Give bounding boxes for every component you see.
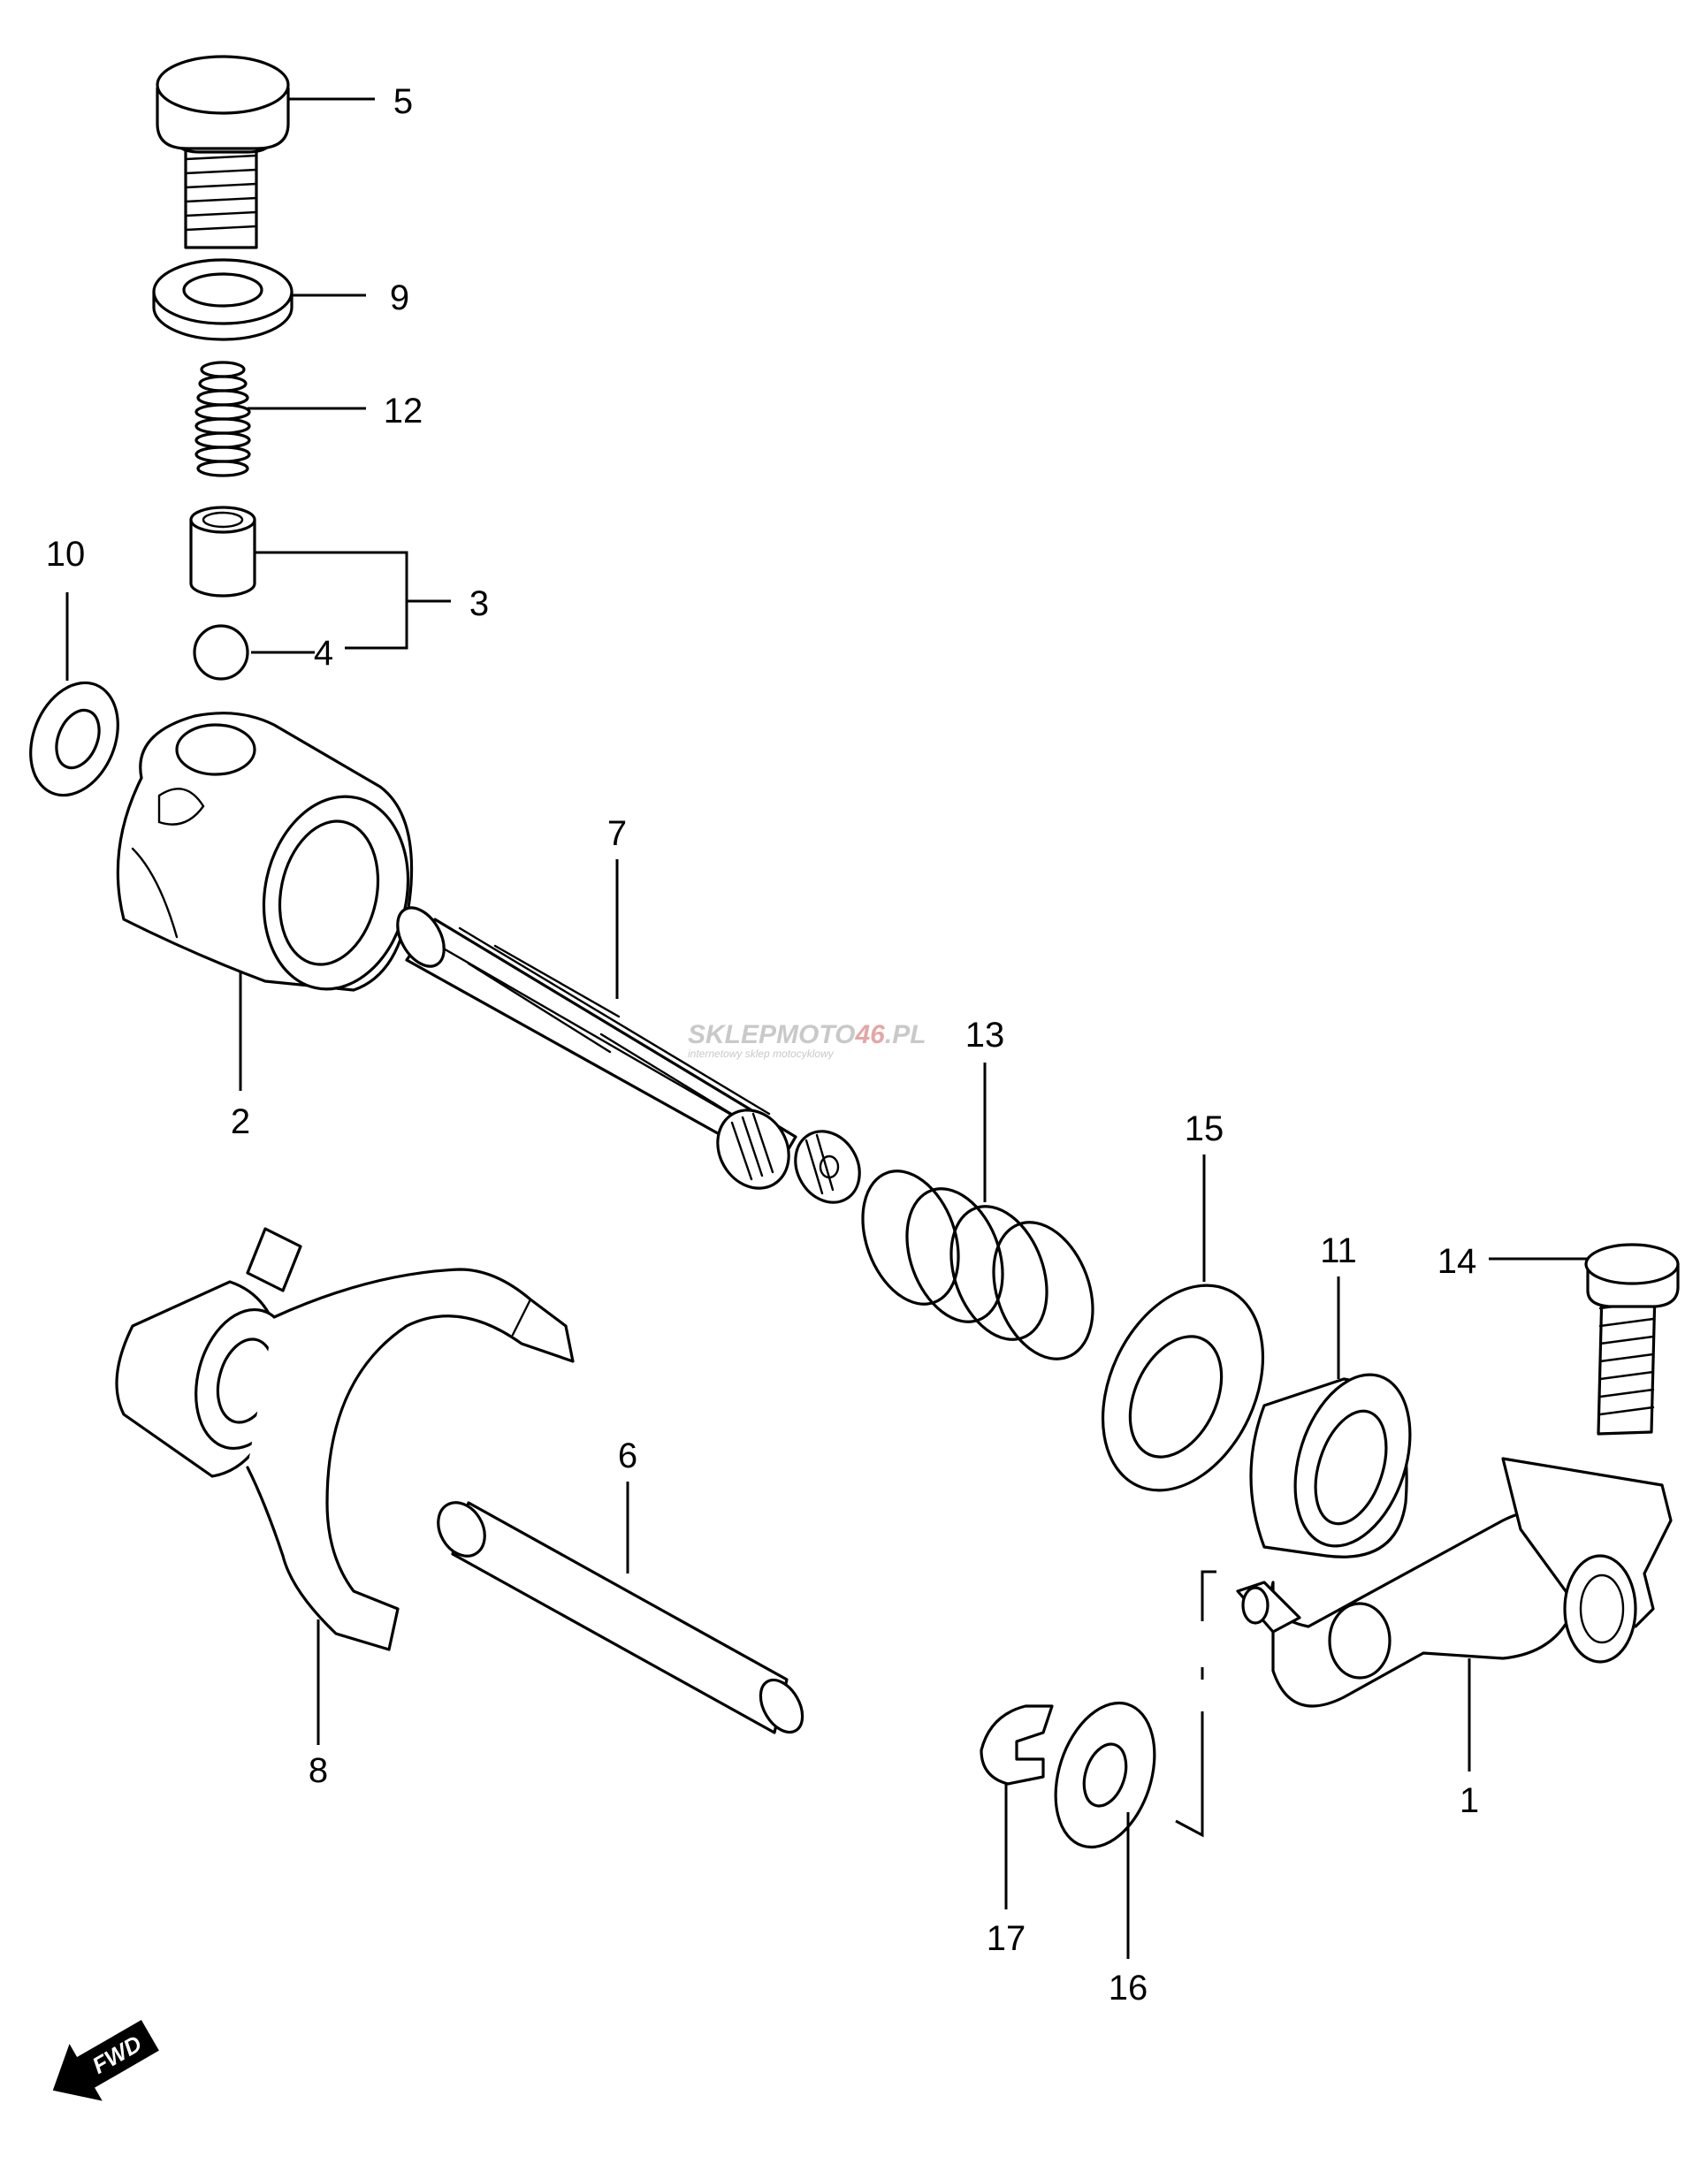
- part-1-lever: [1236, 1457, 1673, 1708]
- callout-14: 14: [1437, 1242, 1477, 1281]
- callout-4: 4: [314, 634, 333, 673]
- callout-12: 12: [384, 392, 423, 431]
- part-3-pin: [189, 506, 256, 598]
- watermark: SKLEPMOTO46.PL internetowy sklep motocyk…: [688, 1020, 926, 1060]
- callout-17: 17: [987, 1919, 1026, 1958]
- callout-5: 5: [393, 82, 413, 121]
- callout-16: 16: [1109, 1969, 1148, 2008]
- part-11-bushing: [1249, 1373, 1412, 1558]
- callout-8: 8: [309, 1751, 328, 1790]
- callout-6: 6: [618, 1436, 637, 1475]
- callout-13: 13: [965, 1016, 1005, 1055]
- callout-2: 2: [231, 1102, 250, 1141]
- callout-7: 7: [607, 814, 627, 853]
- watermark-brand-d: .PL: [885, 1020, 926, 1049]
- watermark-brand-c: 46: [854, 1020, 885, 1049]
- callout-15: 15: [1185, 1109, 1224, 1148]
- watermark-brand-b: MOTO: [776, 1020, 855, 1049]
- leader-lines: [65, 97, 1588, 1959]
- part-10-washer: [29, 681, 119, 797]
- watermark-brand: SKLEPMOTO46.PL: [688, 1020, 926, 1049]
- part-17-e-clip: [980, 1704, 1054, 1786]
- part-5-plug-bolt: [156, 55, 290, 249]
- callout-9: 9: [390, 278, 409, 317]
- part-8-shift-fork: [115, 1227, 575, 1651]
- part-9-washer: [152, 258, 294, 341]
- fwd-direction-badge: FWD: [52, 2020, 159, 2101]
- callout-3: 3: [469, 584, 489, 623]
- part-13-spring: [861, 1170, 1094, 1360]
- part-12-spring: [194, 361, 251, 477]
- part-7-shift-shaft: [396, 906, 861, 1204]
- callout-10: 10: [46, 535, 86, 574]
- part-2-cam: [116, 712, 414, 992]
- part-6-rod: [437, 1501, 804, 1734]
- part-14-bolt: [1584, 1243, 1680, 1436]
- part-16-washer: [1054, 1701, 1156, 1849]
- callout-11: 11: [1320, 1231, 1357, 1270]
- part-4-ball: [193, 624, 249, 681]
- part-15-washer: [1101, 1284, 1265, 1492]
- watermark-tagline: internetowy sklep motocyklowy: [688, 1048, 835, 1060]
- callout-1: 1: [1460, 1781, 1479, 1820]
- callout-labels: 5 9 12 3 4 10 2 7 13 15 11 14 6 8 1 17 1…: [46, 82, 1479, 2008]
- watermark-brand-a: SKLEP: [688, 1020, 777, 1049]
